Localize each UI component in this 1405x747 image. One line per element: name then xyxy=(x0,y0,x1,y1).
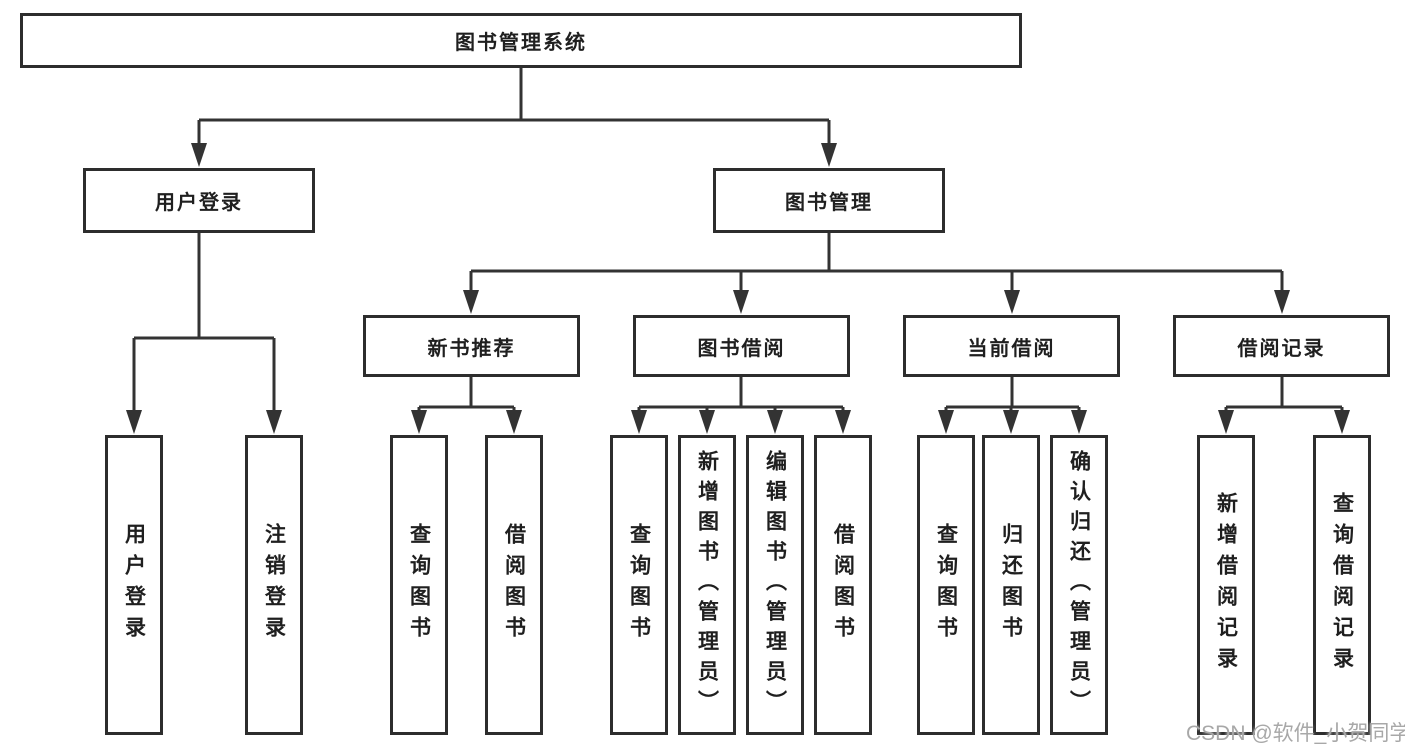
leaf-borrow-books: 借阅图书 xyxy=(814,435,872,735)
leaf-borrow-books-recommend-label: 借阅图书 xyxy=(502,523,526,647)
leaf-query-books-borrow-label: 查询图书 xyxy=(627,523,651,647)
leaf-add-books-admin-label: 新增图书（管理员） xyxy=(695,450,719,720)
leaf-query-books-current-label: 查询图书 xyxy=(934,523,958,647)
arrow-down-icon xyxy=(1334,410,1350,434)
node-new-book-recommend-label: 新书推荐 xyxy=(427,337,516,360)
arrow-down-icon xyxy=(938,410,954,434)
node-borrow-record: 借阅记录 xyxy=(1173,315,1390,377)
node-book-management: 图书管理 xyxy=(713,168,945,233)
arrow-down-icon xyxy=(506,410,522,434)
node-root: 图书管理系统 xyxy=(20,13,1022,68)
leaf-user-login: 用户登录 xyxy=(105,435,163,735)
leaf-return-books: 归还图书 xyxy=(982,435,1040,735)
connector-recommend-to-leaves xyxy=(417,377,516,415)
arrow-down-icon xyxy=(767,410,783,434)
leaf-logout-label: 注销登录 xyxy=(262,523,286,647)
leaf-borrow-books-label: 借阅图书 xyxy=(831,523,855,647)
node-book-borrow-label: 图书借阅 xyxy=(697,337,786,360)
connector-root-to-level2 xyxy=(197,68,831,148)
leaf-add-borrow-record: 新增借阅记录 xyxy=(1197,435,1255,735)
arrowheads xyxy=(126,143,1350,434)
connector-login-to-leaves xyxy=(132,233,276,415)
leaf-logout: 注销登录 xyxy=(245,435,303,735)
leaf-add-books-admin: 新增图书（管理员） xyxy=(678,435,736,735)
arrow-down-icon xyxy=(699,410,715,434)
arrow-down-icon xyxy=(463,290,479,314)
arrow-down-icon xyxy=(266,410,282,434)
node-current-borrow: 当前借阅 xyxy=(903,315,1120,377)
leaf-query-borrow-record: 查询借阅记录 xyxy=(1313,435,1371,735)
leaf-query-books-current: 查询图书 xyxy=(917,435,975,735)
leaf-add-borrow-record-label: 新增借阅记录 xyxy=(1214,492,1238,678)
arrow-down-icon xyxy=(821,143,837,167)
node-book-management-label: 图书管理 xyxy=(785,192,873,214)
arrow-down-icon xyxy=(631,410,647,434)
node-root-label: 图书管理系统 xyxy=(455,32,587,54)
arrow-down-icon xyxy=(1071,410,1087,434)
connector-record-to-leaves xyxy=(1224,377,1344,415)
leaf-edit-books-admin-label: 编辑图书（管理员） xyxy=(763,450,787,720)
csdn-watermark: CSDN @软件_小贺同学 xyxy=(1186,722,1405,745)
arrow-down-icon xyxy=(733,290,749,314)
leaf-user-login-label: 用户登录 xyxy=(122,523,146,647)
leaf-query-books-borrow: 查询图书 xyxy=(610,435,668,735)
arrow-down-icon xyxy=(835,410,851,434)
arrow-down-icon xyxy=(1274,290,1290,314)
arrow-down-icon xyxy=(1003,410,1019,434)
leaf-return-books-label: 归还图书 xyxy=(999,523,1023,647)
arrow-down-icon xyxy=(191,143,207,167)
node-user-login: 用户登录 xyxy=(83,168,315,233)
leaf-edit-books-admin: 编辑图书（管理员） xyxy=(746,435,804,735)
node-current-borrow-label: 当前借阅 xyxy=(967,337,1056,360)
node-new-book-recommend: 新书推荐 xyxy=(363,315,580,377)
arrow-down-icon xyxy=(411,410,427,434)
connector-borrow-to-leaves xyxy=(637,377,845,415)
leaf-borrow-books-recommend: 借阅图书 xyxy=(485,435,543,735)
node-borrow-record-label: 借阅记录 xyxy=(1237,337,1326,360)
arrow-down-icon xyxy=(1218,410,1234,434)
leaf-confirm-return-admin-label: 确认归还（管理员） xyxy=(1067,450,1091,720)
leaf-query-books-recommend: 查询图书 xyxy=(390,435,448,735)
node-user-login-label: 用户登录 xyxy=(155,192,243,214)
node-book-borrow: 图书借阅 xyxy=(633,315,850,377)
connector-current-to-leaves xyxy=(944,377,1081,415)
connector-mgmt-to-level3 xyxy=(469,233,1284,295)
leaf-query-borrow-record-label: 查询借阅记录 xyxy=(1330,492,1354,678)
leaf-query-books-recommend-label: 查询图书 xyxy=(407,523,431,647)
arrow-down-icon xyxy=(126,410,142,434)
leaf-confirm-return-admin: 确认归还（管理员） xyxy=(1050,435,1108,735)
arrow-down-icon xyxy=(1004,290,1020,314)
